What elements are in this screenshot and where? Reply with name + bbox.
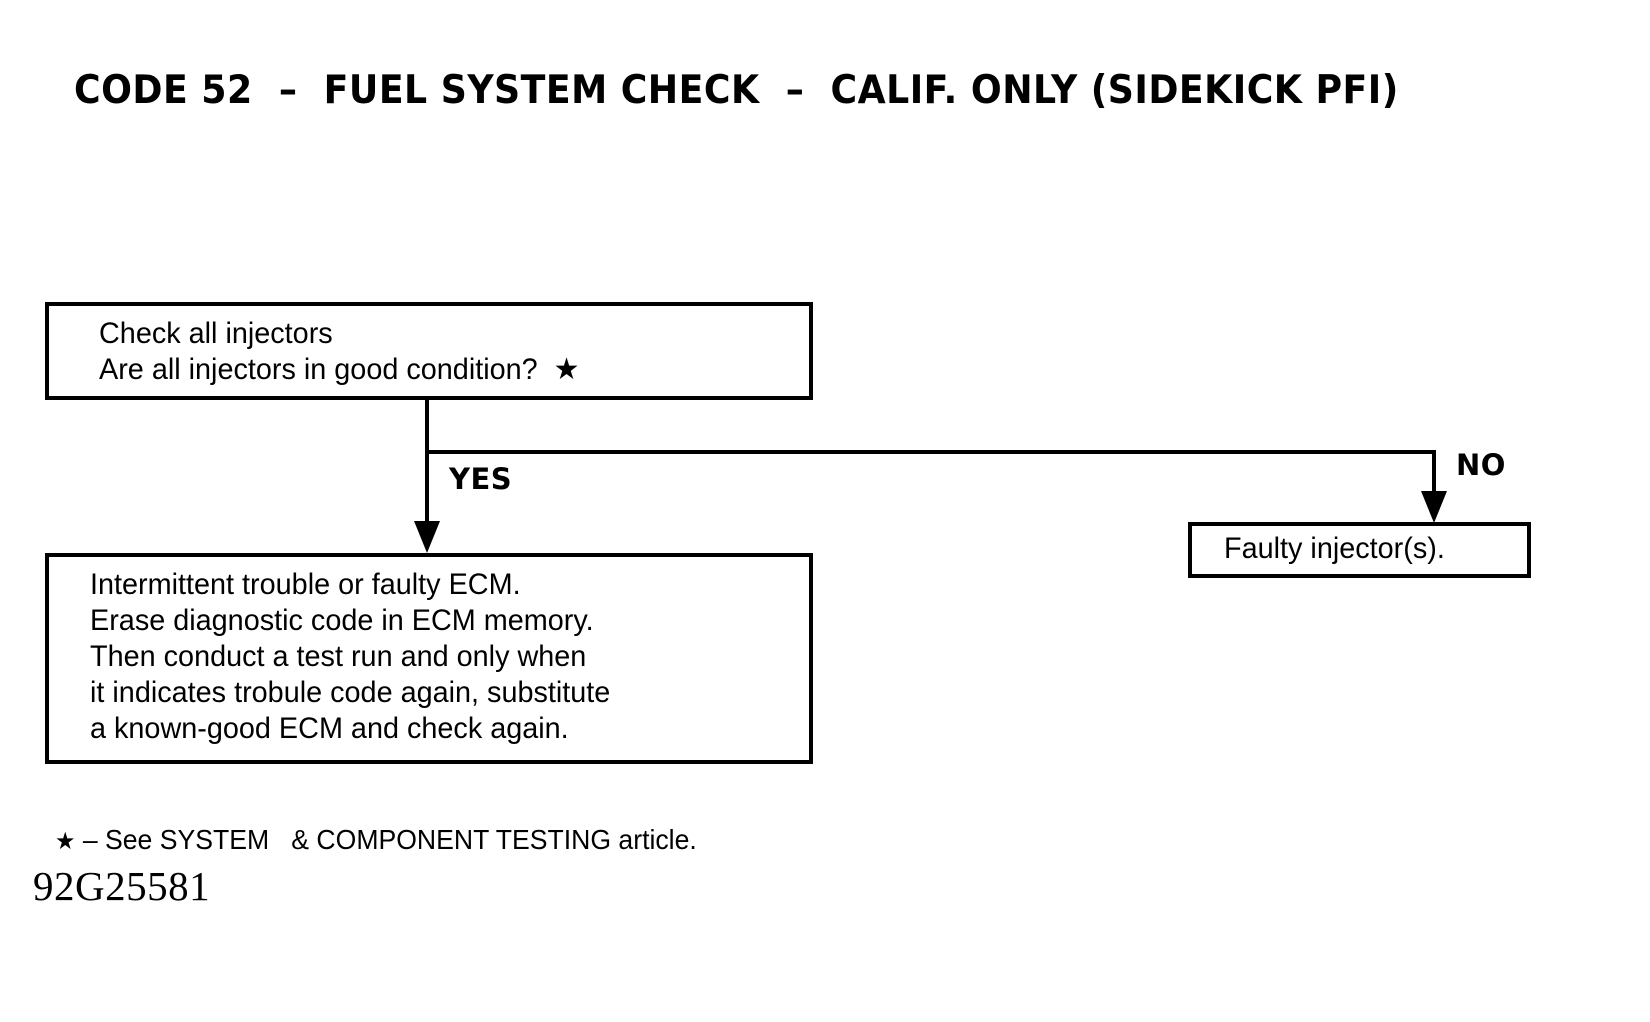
node-text-line: Then conduct a test run and only when xyxy=(90,640,587,673)
footnote-text: See SYSTEM & COMPONENT TESTING article. xyxy=(105,824,697,855)
connector-no-branch xyxy=(1432,450,1436,495)
branch-label-yes: YES xyxy=(449,462,513,496)
node-text-line: Faulty injector(s). xyxy=(1224,532,1445,565)
star-icon: ★ xyxy=(55,828,76,855)
node-text-line: a known-good ECM and check again. xyxy=(90,712,569,745)
footnote-dash: – xyxy=(82,824,98,855)
node-text-line: it indicates trobule code again, substit… xyxy=(90,676,611,709)
connector-split-bar xyxy=(425,450,1436,454)
flowchart-node-check-injectors: Check all injectors Are all injectors in… xyxy=(45,302,813,400)
flowchart-node-intermittent-trouble-or-faulty-ecm: Intermittent trouble or faulty ECM. Eras… xyxy=(45,553,813,764)
node-text-line: Check all injectors xyxy=(99,317,333,350)
connector-stem-from-question xyxy=(425,400,429,454)
footnote: ★ – See SYSTEM & COMPONENT TESTING artic… xyxy=(55,824,697,856)
connector-yes-branch xyxy=(425,450,429,525)
node-text-line: Are all injectors in good condition? ★ xyxy=(99,353,580,386)
figure-id: 92G25581 xyxy=(33,863,211,909)
arrowhead-down-icon xyxy=(414,521,440,553)
page-title: CODE 52 – FUEL SYSTEM CHECK – CALIF. ONL… xyxy=(74,68,1399,113)
flowchart-node-faulty-injectors: Faulty injector(s). xyxy=(1188,522,1531,578)
node-text-line: Intermittent trouble or faulty ECM. xyxy=(90,568,521,601)
branch-label-no: NO xyxy=(1456,448,1506,482)
node-text-line: Erase diagnostic code in ECM memory. xyxy=(90,604,594,637)
arrowhead-down-icon xyxy=(1421,491,1447,523)
